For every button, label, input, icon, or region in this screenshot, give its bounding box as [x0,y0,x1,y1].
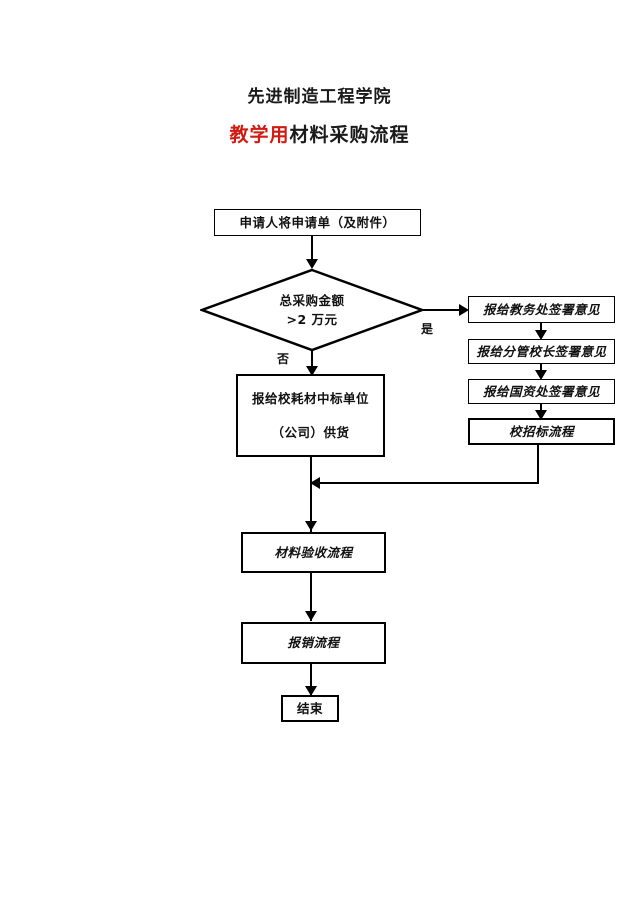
decision-amount-text: 总采购金额 >2 万元 [200,268,424,352]
node-approval-academic-affairs-label: 报给教务处签署意见 [482,301,600,317]
page-subtitle-accent: 教学用 [229,124,290,146]
node-application-form-label: 申请人将申请单（及附件） [239,214,396,230]
node-decision-amount[interactable]: 总采购金额 >2 万元 [200,268,424,352]
connector-decision-yes [420,309,462,311]
decision-amount-line1: 总采购金额 [279,293,345,308]
node-tender-process[interactable]: 校招标流程 [468,418,615,445]
decision-amount-line2: >2 万元 [286,312,338,327]
connector-approval2-to-approval3 [540,364,542,375]
connector-tender-to-spine [320,482,539,484]
arrowhead-start-to-decision [306,259,318,269]
connector-approval3-to-tender [540,404,542,415]
branch-label-no: 否 [277,352,290,366]
node-end[interactable]: 结束 [281,695,339,722]
connector-tender-down [537,445,539,483]
arrowhead-merge-into-spine [310,477,320,489]
connector-approval1-to-approval2 [540,323,542,334]
node-reimbursement-process[interactable]: 报销流程 [241,622,386,664]
connector-acceptance-to-reimbursement [310,573,312,621]
node-material-acceptance-label: 材料验收流程 [274,544,353,560]
node-approval-vice-president-label: 报给分管校长签署意见 [476,343,607,359]
arrowhead-spine-to-acceptance [305,521,317,531]
connector-supplier-to-acceptance [310,457,312,532]
arrowhead-approval3-to-tender [535,410,547,420]
document-title-block: 先进制造工程学院 教学用材料采购流程 [0,84,639,150]
arrowhead-reimbursement-to-end [305,686,317,696]
node-tender-process-label: 校招标流程 [508,423,574,439]
page-subtitle: 教学用材料采购流程 [0,120,639,150]
node-approval-academic-affairs[interactable]: 报给教务处签署意见 [468,296,615,323]
page-subtitle-rest: 材料采购流程 [289,124,410,146]
node-supplier-delivery-line2: （公司）供货 [271,424,350,440]
node-supplier-delivery[interactable]: 报给校耗材中标单位 （公司）供货 [236,374,385,457]
node-approval-state-assets-label: 报给国资处签署意见 [482,383,600,399]
page-title: 先进制造工程学院 [247,87,392,107]
node-material-acceptance[interactable]: 材料验收流程 [241,532,386,573]
node-end-label: 结束 [296,700,323,716]
arrowhead-approval2-to-approval3 [535,370,547,380]
node-reimbursement-process-label: 报销流程 [287,635,340,650]
branch-label-yes: 是 [421,322,434,336]
arrowhead-decision-no [306,366,318,376]
node-approval-vice-president[interactable]: 报给分管校长签署意见 [468,339,615,364]
node-approval-state-assets[interactable]: 报给国资处签署意见 [468,379,615,404]
arrowhead-decision-yes [459,304,469,316]
arrowhead-approval1-to-approval2 [535,330,547,340]
connector-start-to-decision [311,236,313,263]
connector-decision-no [311,350,313,372]
arrowhead-acceptance-to-reimbursement [305,611,317,621]
connector-reimbursement-to-end [310,664,312,695]
node-supplier-delivery-line1: 报给校耗材中标单位 [251,390,369,406]
node-application-form[interactable]: 申请人将申请单（及附件） [214,209,421,236]
